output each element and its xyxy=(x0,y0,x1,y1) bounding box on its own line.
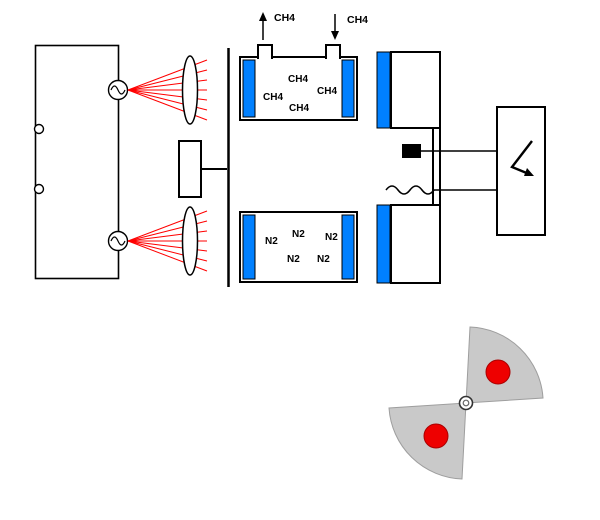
gas-inlet-port xyxy=(325,44,341,59)
electrode-plate xyxy=(402,144,421,158)
membrane-squiggle-icon xyxy=(385,185,435,195)
meter-pointer-icon xyxy=(510,140,534,176)
meter-pointer-arrow-head xyxy=(524,168,534,176)
detector-chamber-top xyxy=(390,51,441,129)
terminal-top xyxy=(33,123,45,135)
reference-cell-body xyxy=(239,211,358,283)
arrow-head xyxy=(259,12,267,21)
chopper-marker-top xyxy=(485,359,511,385)
condenser-lens-top-icon xyxy=(181,55,199,125)
gas-inlet-label: CH4 xyxy=(347,14,368,26)
reference-gas-label: N2 xyxy=(287,254,300,265)
sample-gas-label: CH4 xyxy=(317,86,337,97)
sample-gas-label: CH4 xyxy=(288,74,308,85)
condenser-lens-bottom-icon xyxy=(181,206,199,276)
chopper-wheel xyxy=(388,326,544,480)
reference-cell-window-left xyxy=(242,214,256,280)
lamp-filament-icon xyxy=(110,85,126,95)
power-supply-box xyxy=(34,44,120,280)
arrow-head xyxy=(331,31,339,40)
sample-gas-label: CH4 xyxy=(263,92,283,103)
reference-gas-label: N2 xyxy=(265,236,278,247)
chopper-motor-box xyxy=(178,140,202,198)
reference-cell-window-right xyxy=(341,214,355,280)
chopper-marker-bottom xyxy=(423,423,449,449)
reference-gas-label: N2 xyxy=(292,229,305,240)
gas-outlet-arrow-icon xyxy=(259,12,267,40)
reference-gas-label: N2 xyxy=(325,232,338,243)
hub-inner-ring xyxy=(462,399,470,407)
lamp-filament-icon xyxy=(110,236,126,246)
terminal-bottom xyxy=(33,183,45,195)
detector-chamber-bottom xyxy=(390,204,441,284)
sample-cell-window-right xyxy=(341,59,355,118)
detector-window-bottom xyxy=(376,204,391,284)
sample-cell-body xyxy=(239,56,358,121)
gas-outlet-label: CH4 xyxy=(274,12,295,24)
meter-pointer-line xyxy=(510,140,533,176)
lamp-top-icon xyxy=(107,79,129,101)
lamp-bottom-icon xyxy=(107,230,129,252)
detector-window-top xyxy=(376,51,391,129)
sample-cell-window-left xyxy=(242,59,256,118)
gas-inlet-arrow-icon xyxy=(331,14,339,40)
reference-gas-label: N2 xyxy=(317,254,330,265)
sample-gas-label: CH4 xyxy=(289,103,309,114)
chopper-hub-icon xyxy=(458,395,474,411)
gas-outlet-port xyxy=(257,44,273,59)
